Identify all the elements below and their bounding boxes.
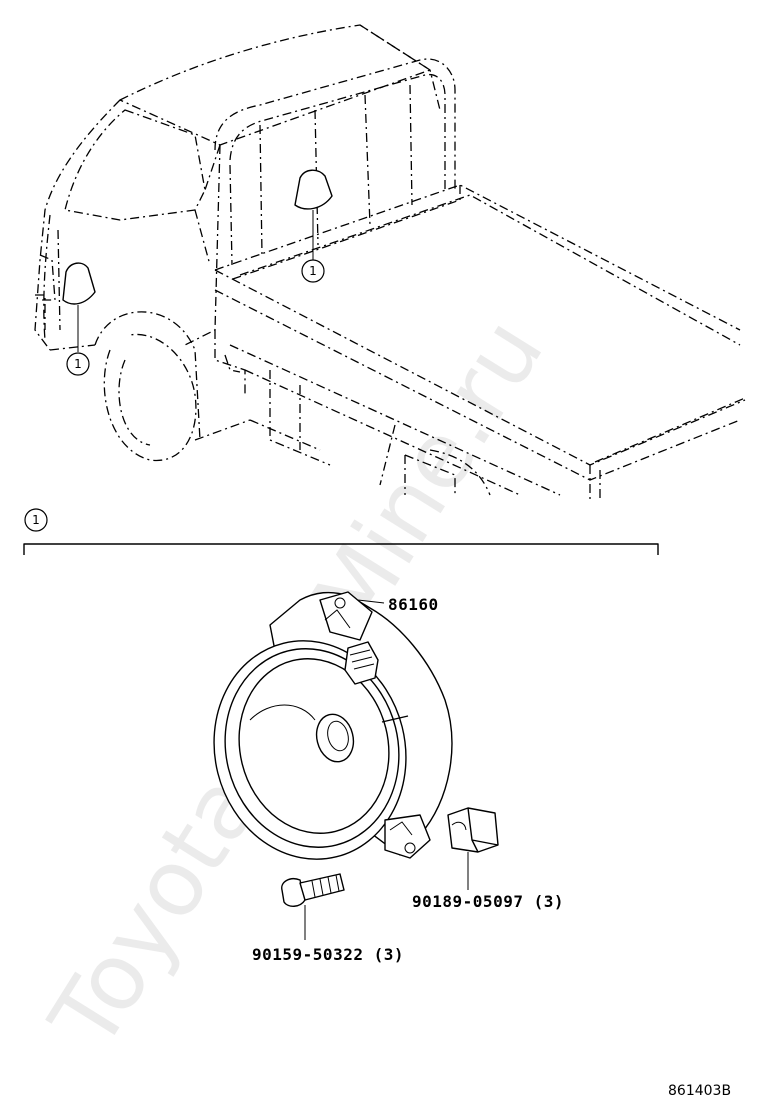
screw-90159 bbox=[281, 873, 345, 940]
figure-code: 861403B bbox=[668, 1083, 731, 1099]
truck-illustration bbox=[34, 24, 746, 500]
clip-nut-90189 bbox=[447, 807, 499, 890]
callout-front-speaker: 1 bbox=[66, 352, 90, 376]
detail-bracket: 1 bbox=[23, 508, 659, 555]
part-label-speaker: 86160 bbox=[388, 595, 439, 614]
part-label-clip: 90189-05097 (3) bbox=[412, 892, 564, 911]
detail-callout-label: 1 bbox=[32, 513, 40, 527]
speaker-86160 bbox=[213, 591, 453, 860]
callout-rear-speaker: 1 bbox=[301, 259, 325, 283]
callout-front-label: 1 bbox=[74, 357, 82, 371]
part-label-screw: 90159-50322 (3) bbox=[252, 945, 404, 964]
callout-rear-label: 1 bbox=[309, 264, 317, 278]
